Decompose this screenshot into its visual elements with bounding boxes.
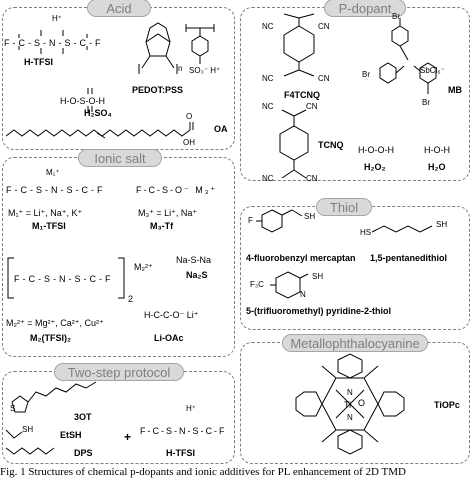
tcnq-nc-top: NC (262, 102, 274, 111)
pdopant-panel-title: P-dopant (324, 0, 406, 17)
f4tcnq-nc-top: NC (262, 22, 274, 31)
m3-formula: F-C-S-O⁻ M₃⁺ (136, 185, 218, 195)
twostep-htfsi-hplus: H⁺ (186, 404, 196, 413)
h2so4-formula: H-O-S-O-H (60, 96, 105, 106)
tcnq-nc-bottom: NC (262, 174, 274, 183)
htfsi-hplus: H⁺ (52, 14, 62, 23)
t3ot-s: S (10, 404, 16, 413)
f4tcnq-structure (283, 13, 315, 77)
tcnq-structure (279, 109, 309, 179)
mb-br-top: Br (392, 12, 400, 21)
m1-list: M₁⁺ = Li⁺, Na⁺, K⁺ (8, 208, 83, 218)
tiopc-o: O (358, 398, 366, 408)
m3-list: M₃⁺ = Li⁺, Na⁺ (138, 208, 198, 218)
t3ot-structure (11, 381, 97, 413)
na2s-label: Na₂S (186, 270, 208, 280)
m1-label: M₁-TFSI (32, 221, 66, 231)
mb-sbcl6: SbCl₆⁻ (420, 66, 445, 75)
na2s-formula: Na-S-Na (176, 255, 212, 265)
twostep-htfsi-formula: F-C-S-N-S-C-F (140, 426, 227, 436)
lioac-label: Li-OAc (154, 333, 184, 343)
m2-cation: M₂²⁺ (134, 262, 153, 272)
fbm-structure (256, 209, 303, 233)
tfm-structure (270, 271, 309, 299)
tiopc-structure (295, 353, 405, 455)
thiol-panel-title: Thiol (316, 198, 372, 216)
tfm-sh: SH (312, 272, 324, 281)
fbm-label: 4-fluorobenzyl mercaptan (246, 253, 356, 263)
h2o2-label: H₂O₂ (364, 162, 386, 172)
m2-list: M₂²⁺ = Mg²⁺, Ca²⁺, Cu²⁺ (6, 318, 104, 328)
fbm-sh: SH (304, 212, 316, 221)
mb-br-bottom: Br (422, 98, 430, 107)
m1-formula: F-C-S-N-S-C-F (6, 185, 106, 195)
f4tcnq-cn-top: CN (318, 22, 330, 31)
etsh-label: EtSH (60, 430, 82, 440)
oa-oh: OH (183, 138, 195, 147)
tcnq-cn-top: CN (306, 102, 318, 111)
pdt-sh: SH (436, 220, 448, 229)
mb-br-left: Br (362, 70, 370, 79)
pedot-n: n (178, 64, 183, 73)
m2-formula: F-C-S-N-S-C-F (14, 274, 114, 284)
tiopc-ti: Ti (344, 400, 352, 410)
f4tcnq-nc-bottom: NC (262, 74, 274, 83)
h2so4-structure (87, 88, 93, 112)
h2o-formula: H-O-H (424, 145, 450, 155)
oa-o: O (186, 112, 193, 121)
plus-sign: + (124, 430, 132, 444)
tiopc-label: TiOPc (434, 400, 460, 410)
twostep-panel-title: Two-step protocol (54, 363, 184, 381)
mb-structure (379, 18, 437, 94)
pedot-label: PEDOT:PSS (132, 85, 184, 95)
m2-subscript: 2 (128, 294, 134, 304)
mb-label: MB (448, 85, 462, 95)
h2o2-formula: H-O-O-H (358, 145, 394, 155)
oa-label: OA (214, 124, 228, 134)
tcnq-cn-bottom: CN (306, 174, 318, 183)
etsh-structure (5, 429, 23, 439)
tcnq-label: TCNQ (318, 140, 344, 150)
m2-label: M₂(TFSI)₂ (30, 333, 71, 343)
figure-caption: Fig. 1 Structures of chemical p-dopants … (0, 466, 406, 478)
m3-label: M₃-Tf (150, 221, 174, 231)
fbm-f: F (248, 216, 253, 225)
pss-sulfonate: SO₃⁻ H⁺ (189, 66, 221, 75)
tfm-f3c: F₃C (250, 280, 264, 289)
htfsi-formula: F-C-S-N-S-C-F (4, 38, 104, 48)
f4tcnq-label: F4TCNQ (284, 90, 320, 100)
f4tcnq-cn-bottom: CN (318, 74, 330, 83)
tfm-n: N (300, 290, 306, 299)
tfm-label: 5-(trifluoromethyl) pyridine-2-thiol (246, 306, 391, 316)
pedot-structure (138, 22, 178, 74)
tiopc-n-top: N (347, 388, 353, 397)
dps-label: DPS (74, 448, 93, 458)
twostep-htfsi-label: H-TFSI (166, 448, 195, 458)
pdt-structure (371, 225, 433, 233)
h2so4-label: H₂SO₄ (84, 108, 112, 118)
m1-cation: M₁⁺ (46, 168, 60, 177)
metal-panel-title: Metallophthalocyanine (282, 334, 428, 352)
lioac-formula: H-C-C-O⁻ Li⁺ (144, 310, 199, 320)
tiopc-n-bottom: N (347, 413, 353, 422)
h2o-label: H₂O (428, 162, 446, 172)
etsh-sh: SH (22, 425, 34, 434)
pss-structure (185, 24, 215, 64)
dps-structure (5, 447, 55, 455)
pdt-hs: HS (360, 228, 372, 237)
ionic-panel-title: Ionic salt (78, 149, 162, 167)
t3ot-label: 3OT (74, 412, 92, 422)
acid-panel-title: Acid (87, 0, 151, 17)
pdt-label: 1,5-pentanedithiol (370, 253, 448, 263)
htfsi-structure (18, 30, 88, 54)
htfsi-label: H-TFSI (24, 57, 53, 67)
oa-structure (5, 122, 194, 139)
m2-brackets (7, 257, 125, 299)
